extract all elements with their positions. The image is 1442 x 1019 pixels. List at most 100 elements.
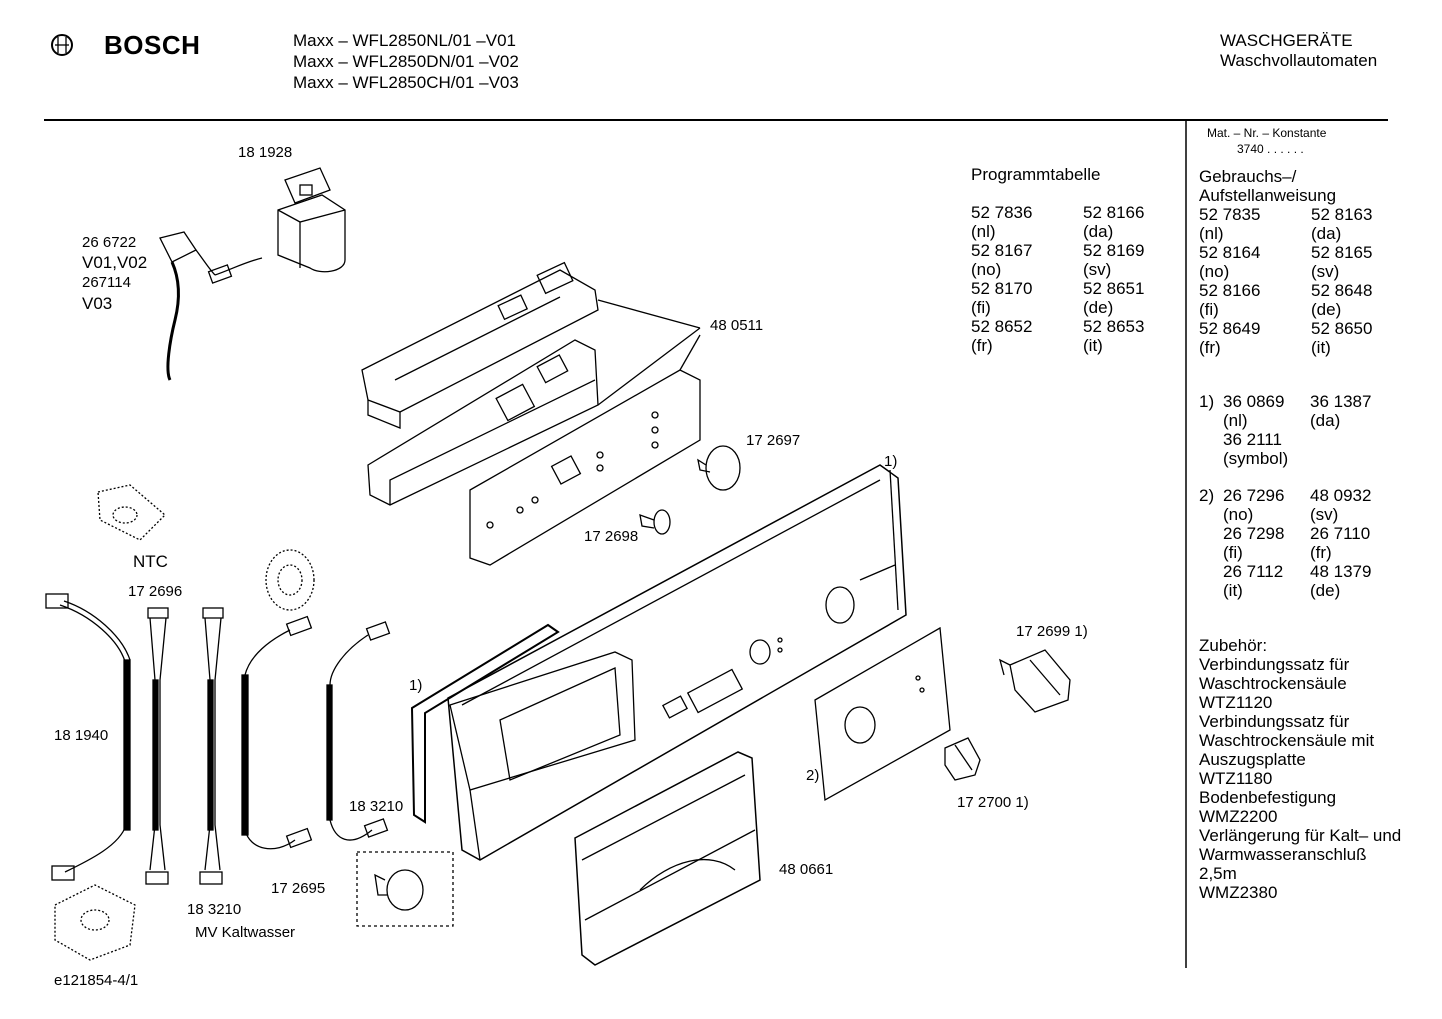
accessory-line: Zubehör: [1199, 636, 1268, 655]
note2-cell: (no) [1223, 505, 1254, 524]
manual-cell: 52 7835 [1199, 205, 1261, 224]
part-label-181940: 18 1940 [54, 727, 109, 744]
note2-cell: 48 1379 [1310, 562, 1372, 581]
leader-480511-a [597, 299, 701, 329]
manual-cell: 52 8648 [1311, 281, 1373, 300]
note1-cell: 36 1387 [1310, 392, 1372, 411]
manual-cell: (de) [1311, 300, 1342, 319]
program-cell: 52 8652 [971, 317, 1033, 336]
note1-cell: (nl) [1223, 411, 1248, 430]
note-marker-1b: 1) [409, 677, 423, 694]
manual-cell: (sv) [1311, 262, 1340, 281]
manual-cell: 52 8166 [1199, 281, 1261, 300]
note2-cell: 26 7110 [1310, 524, 1371, 543]
pump-part [265, 549, 315, 611]
category-title: WASCHGERÄTE [1220, 31, 1353, 50]
note2-cell: 26 7112 [1223, 562, 1284, 581]
drawing-id: e121854-4/1 [54, 972, 139, 989]
manual-cell: (fi) [1199, 300, 1219, 319]
manual-cell: 52 8164 [1199, 243, 1261, 262]
program-cell: 52 8170 [971, 279, 1033, 298]
selector-knob-part [999, 649, 1071, 713]
note2-cell: (fr) [1310, 543, 1332, 562]
manual-cell: (no) [1199, 262, 1230, 281]
wiring-harness-mv [326, 621, 391, 841]
accessory-line: WTZ1120 [1199, 693, 1273, 712]
manual-cell: (fr) [1199, 338, 1221, 357]
note1-cell: (da) [1310, 411, 1341, 430]
valve-183210-part [356, 851, 454, 927]
note2-cell: (it) [1223, 581, 1243, 600]
model-line-2: Maxx – WFL2850DN/01 –V02 [293, 52, 519, 71]
note-marker-1a: 1) [884, 453, 898, 470]
mat-number-label: Mat. – Nr. – Konstante [1207, 126, 1327, 140]
note2-cell: 26 7298 [1223, 524, 1285, 543]
manual-cell: 52 8649 [1199, 319, 1261, 338]
note1-cell [1310, 449, 1400, 468]
panel-cover-part [814, 626, 951, 802]
part-label-480511: 48 0511 [710, 317, 764, 334]
mat-number-value: 3740 . . . . . . [1237, 142, 1304, 156]
manual-cell: 52 8650 [1311, 319, 1373, 338]
bosch-logo-icon [51, 34, 73, 56]
detergent-drawer-frame [449, 651, 636, 861]
note1-cell: 36 2111 [1223, 430, 1282, 449]
accessory-line: Warmwasseranschluß [1199, 845, 1367, 864]
part-label-v01v02: V01,V02 [82, 253, 148, 272]
model-line-3: Maxx – WFL2850CH/01 –V03 [293, 73, 519, 92]
brand-name: BOSCH [104, 30, 201, 60]
program-cell: 52 8167 [971, 241, 1033, 260]
part-label-172696: 17 2696 [128, 583, 183, 600]
manual-cell: (it) [1311, 338, 1331, 357]
part-label-v03: V03 [82, 294, 113, 313]
manual-title-2: Aufstellanweisung [1199, 186, 1337, 205]
program-cell: (da) [1083, 222, 1114, 241]
subcategory-title: Waschvollautomaten [1220, 51, 1378, 70]
accessories-list: Zubehör: Verbindungssatz für Waschtrocke… [1199, 636, 1401, 902]
door-seal-part [410, 623, 560, 824]
note2-marker: 2) [1199, 486, 1215, 505]
manual-cell: 52 8165 [1311, 243, 1373, 262]
program-cell: 52 7836 [971, 203, 1033, 222]
accessory-line: Auszugsplatte [1199, 750, 1306, 769]
drawer-front-part [574, 751, 761, 966]
program-cell: 52 8169 [1083, 241, 1145, 260]
note2-cell: (de) [1310, 581, 1341, 600]
filter-part [277, 167, 346, 273]
accessory-line: 2,5m [1199, 864, 1237, 883]
part-label-183210-right: 18 3210 [349, 798, 404, 815]
part-label-267114: 267114 [82, 274, 131, 291]
note-marker-2: 2) [806, 767, 820, 784]
accessory-line: Waschtrockensäule [1199, 674, 1347, 693]
accessory-line: WTZ1180 [1199, 769, 1273, 788]
manual-cell: (nl) [1199, 224, 1224, 243]
wiring-harness-183210 [199, 607, 224, 885]
leader-480511-b [597, 327, 701, 406]
note2-cell: 48 0932 [1310, 486, 1372, 505]
control-panel-fascia [447, 464, 907, 861]
program-cell: (sv) [1083, 260, 1112, 279]
wiring-harness-181940 [45, 593, 131, 881]
program-knob-part [697, 445, 741, 491]
note1-cell: (symbol) [1223, 449, 1289, 468]
power-cord-part [159, 231, 263, 381]
note1-marker: 1) [1199, 392, 1215, 411]
note1-cell [1310, 430, 1400, 449]
manual-title-1: Gebrauchs–/ [1199, 167, 1297, 186]
wiring-harness-172695 [241, 615, 313, 850]
part-label-ntc: NTC [133, 552, 168, 571]
valve-part [54, 884, 136, 961]
accessory-line: Verbindungssatz für [1199, 655, 1350, 674]
program-cell: (fi) [971, 298, 991, 317]
program-cell: (nl) [971, 222, 996, 241]
leader-480511-c [679, 334, 701, 371]
part-label-172695: 17 2695 [271, 880, 326, 897]
part-label-172700: 17 2700 1) [957, 794, 1029, 811]
model-line-1: Maxx – WFL2850NL/01 –V01 [293, 31, 517, 50]
part-label-480661: 48 0661 [779, 861, 834, 878]
